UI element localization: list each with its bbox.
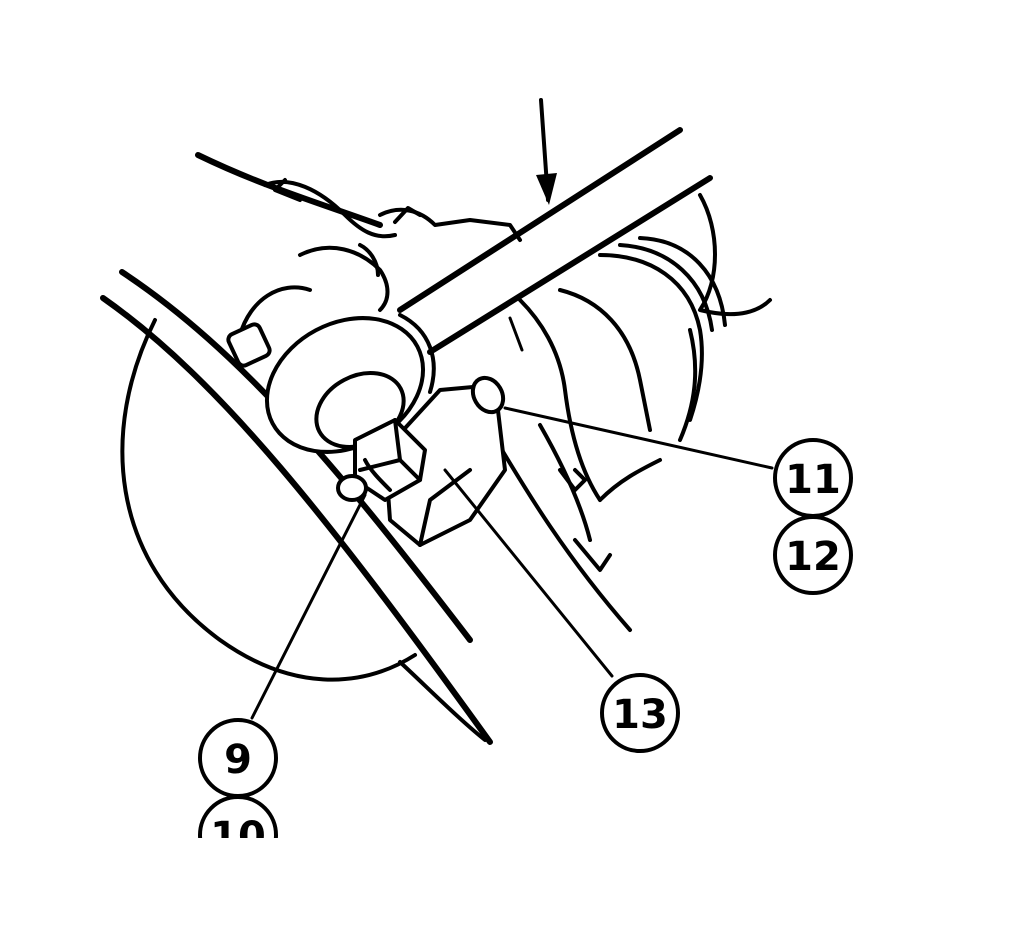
callout-11: 11 xyxy=(773,438,853,518)
callout-9-label: 9 xyxy=(224,737,252,783)
steering-knuckle xyxy=(226,178,522,368)
axle-housing xyxy=(100,152,493,745)
castle-nut xyxy=(336,418,427,502)
support-arm xyxy=(488,423,632,632)
callout-13-label: 13 xyxy=(612,692,668,738)
leader-9 xyxy=(250,493,367,720)
leader-11 xyxy=(503,406,774,470)
callout-13: 13 xyxy=(600,673,680,753)
differential-housing xyxy=(508,193,772,502)
callout-9: 9 xyxy=(198,718,278,798)
callout-12: 12 xyxy=(773,515,853,595)
tie-rod-end xyxy=(264,313,436,454)
callout-11-label: 11 xyxy=(785,457,841,503)
leader-lines xyxy=(250,406,774,720)
callout-10-label: 10 xyxy=(210,814,266,860)
callout-12-label: 12 xyxy=(785,534,841,580)
callout-10: 10 xyxy=(198,795,278,860)
leader-13 xyxy=(443,468,614,678)
tie-rod-tube xyxy=(397,127,713,355)
indicator-arrow xyxy=(536,98,557,205)
